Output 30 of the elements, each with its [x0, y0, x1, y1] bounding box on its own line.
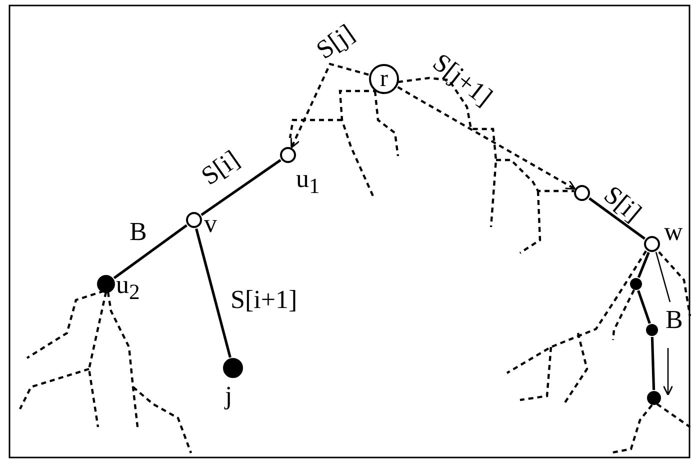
- edge-label: S[i]: [598, 182, 646, 226]
- filled-node: [223, 358, 243, 378]
- node-label: w: [664, 219, 683, 245]
- edge-label: S[j]: [312, 20, 358, 64]
- node-label: u$_{2}$: [116, 272, 140, 304]
- root-node: r: [369, 64, 399, 94]
- hollow-node: [574, 185, 590, 201]
- node-label: j: [225, 383, 232, 409]
- edge-label: S[i]: [196, 146, 244, 190]
- tree-edge: [588, 197, 646, 240]
- tree-edge: [637, 252, 650, 278]
- arrow: [290, 62, 369, 148]
- filled-node: [97, 275, 115, 293]
- hollow-node: [186, 212, 202, 228]
- edge-label: B: [130, 219, 147, 245]
- hollow-node: [280, 147, 296, 163]
- edge-label: S[i+1]: [230, 287, 298, 313]
- filled-node: [646, 324, 658, 336]
- tree-edge: [637, 290, 651, 324]
- filled-node: [630, 278, 642, 290]
- tree-edge: [200, 159, 282, 216]
- filled-node: [647, 391, 661, 405]
- hollow-node: [644, 236, 660, 252]
- tree-edge: [113, 224, 188, 280]
- direction-label: B: [666, 307, 683, 333]
- arrow: [397, 86, 576, 190]
- tree-edge: [195, 228, 232, 358]
- node-label: u$_{1}$: [296, 166, 320, 198]
- node-label: v: [204, 211, 217, 237]
- tree-edge: [650, 336, 656, 390]
